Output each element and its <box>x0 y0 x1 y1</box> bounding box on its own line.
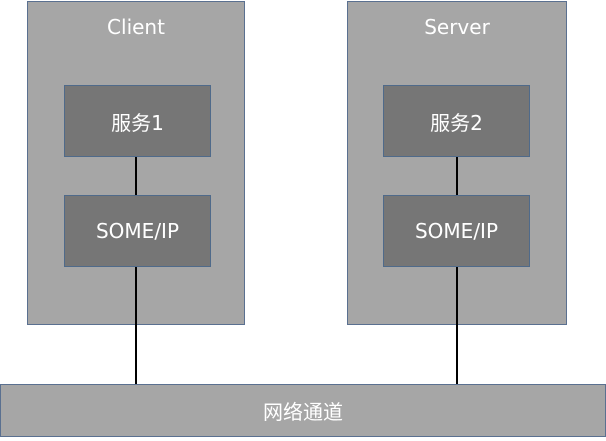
client-someip-box: SOME/IP <box>64 195 211 267</box>
server-someip-to-network-connector <box>456 267 458 384</box>
client-title: Client <box>107 15 165 39</box>
server-service-box: 服务2 <box>383 85 530 157</box>
network-channel-bar: 网络通道 <box>0 384 606 437</box>
server-someip-label: SOME/IP <box>414 219 499 243</box>
client-service-to-someip-connector <box>135 157 137 195</box>
client-service-box: 服务1 <box>64 85 211 157</box>
client-someip-to-network-connector <box>135 267 137 384</box>
server-service-to-someip-connector <box>456 157 458 195</box>
server-title: Server <box>424 15 490 39</box>
server-service-label: 服务2 <box>430 110 483 135</box>
client-someip-label: SOME/IP <box>95 219 180 243</box>
server-someip-box: SOME/IP <box>383 195 530 267</box>
client-service-label: 服务1 <box>111 110 164 135</box>
network-channel-label: 网络通道 <box>263 400 343 424</box>
